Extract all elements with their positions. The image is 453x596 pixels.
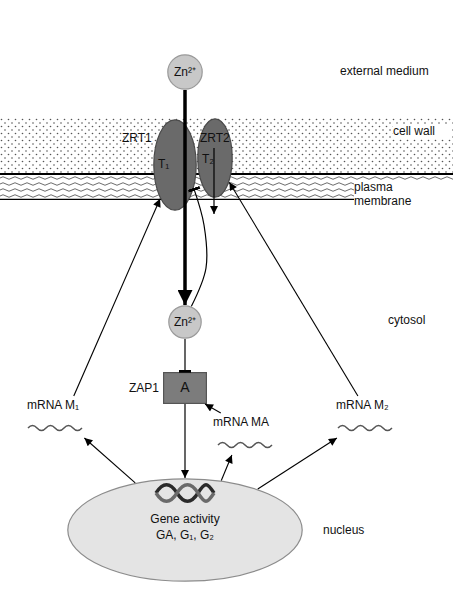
node-text: cell wall: [393, 124, 451, 138]
connector-arrow: [205, 404, 221, 413]
dna-strand: [156, 485, 214, 502]
dna-strand: [156, 485, 214, 502]
node-text: mRNA MA: [213, 415, 285, 429]
outline-ellipse: [198, 119, 232, 197]
mrna-label: mRNA MA: [205, 413, 285, 455]
transport-arrow: [213, 148, 214, 214]
node-text: mRNA M₁: [27, 398, 103, 412]
connector-arrow: [258, 438, 337, 489]
outline-rect: [164, 373, 207, 404]
nucleus-ellipse: Gene activityGA, G₁, G₂nucleus: [67, 478, 303, 582]
node-text: plasma membrane: [354, 180, 453, 208]
node-text: mRNA M₂: [336, 398, 412, 412]
connector-arrow: [184, 404, 185, 478]
connector-arrow: [183, 90, 187, 305]
connector-arrow: [84, 438, 135, 483]
region-label: cytosol: [388, 313, 452, 327]
mrna-wave: [338, 426, 392, 431]
node-text: ZRT1: [122, 131, 164, 145]
transporter-oval: ZRT1T₁: [153, 119, 197, 211]
node-text: nucleus: [323, 523, 383, 537]
connector-arrow: [184, 339, 185, 372]
node-text: GA, G₁, G₂: [67, 528, 303, 542]
mrna-wave: [218, 443, 272, 448]
ion-circle: Zn²⁺: [168, 305, 202, 339]
mrna-label: mRNA M₁: [25, 396, 103, 438]
connector-arrow: [191, 189, 207, 307]
node-text: Zn²⁺: [168, 315, 202, 329]
outline-ellipse: [154, 120, 196, 210]
node-text: ZRT2: [200, 131, 242, 145]
outline-ellipse: [168, 55, 202, 89]
node-text: T₂: [202, 152, 224, 166]
transporter-oval: ZRT2T₂: [197, 118, 233, 198]
node-text: ZAP1: [117, 381, 159, 395]
dna-helix: [156, 485, 214, 502]
outline-ellipse: [169, 306, 201, 338]
region-label: external medium: [340, 64, 452, 78]
protein-box: ZAP1A: [163, 372, 207, 404]
mrna-label: mRNA M₂: [332, 396, 412, 438]
node-text: Gene activity: [67, 512, 303, 526]
mrna-wave: [28, 426, 82, 431]
node-text: T₁: [158, 157, 180, 171]
connector-arrow: [221, 455, 232, 481]
node-text: A: [163, 380, 207, 394]
node-text: Zn²⁺: [167, 65, 203, 79]
outline-ellipse: [68, 479, 302, 581]
connector-arrow: [74, 199, 160, 396]
ion-circle: Zn²⁺: [167, 54, 203, 90]
connector-arrow: [229, 182, 358, 396]
connector-layer: [74, 90, 358, 489]
